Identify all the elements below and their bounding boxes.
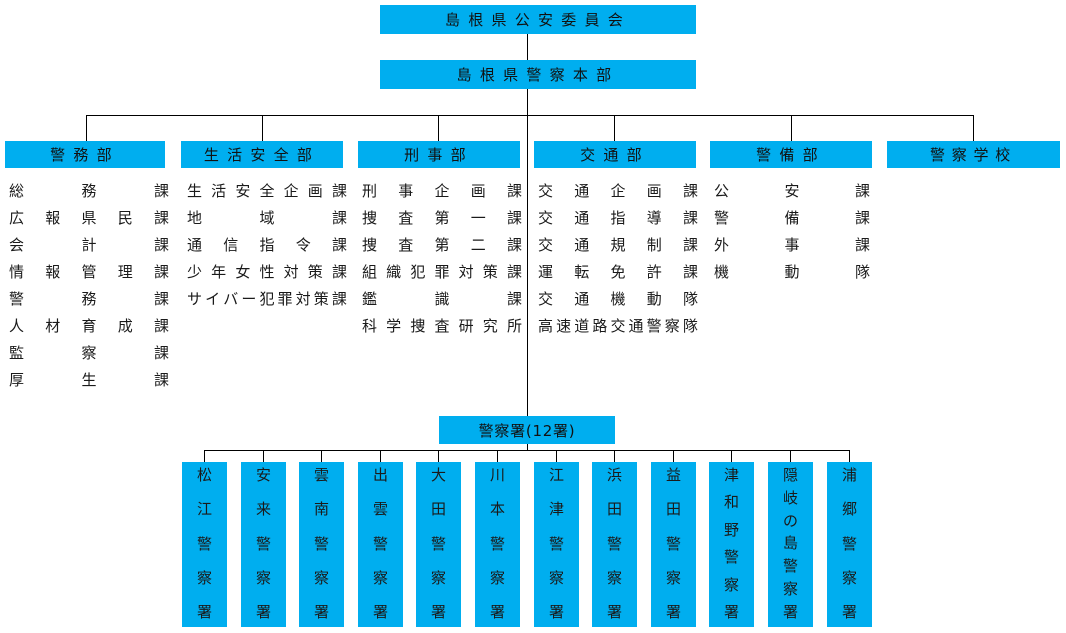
section-list-seikatsu-anzen: 生活安全企画課地域課通信指令課少年女性対策課サイバー犯罪対策課 bbox=[187, 178, 347, 313]
police-station: 浜田警察署 bbox=[592, 462, 637, 627]
connector-dept-5 bbox=[973, 115, 974, 141]
section-item: 会計課 bbox=[9, 236, 169, 254]
connector-dept-4 bbox=[791, 115, 792, 141]
police-station: 出雲警察署 bbox=[358, 462, 403, 627]
section-item: 総務課 bbox=[9, 182, 169, 200]
police-station: 津和野警察署 bbox=[709, 462, 754, 627]
dept-keiji: 刑事部 bbox=[358, 141, 520, 168]
section-item: サイバー犯罪対策課 bbox=[187, 290, 347, 308]
connector-station bbox=[731, 450, 732, 462]
police-stations-header: 警察署(12署) bbox=[439, 416, 615, 444]
section-list-keiji: 刑事企画課捜査第一課捜査第二課組織犯罪対策課鑑識課科学捜査研究所 bbox=[362, 178, 522, 340]
connector-station bbox=[556, 450, 557, 462]
section-item: 地域課 bbox=[187, 209, 347, 227]
section-item: 科学捜査研究所 bbox=[362, 317, 522, 335]
connector-dept-1 bbox=[262, 115, 263, 141]
dept-keimu: 警務部 bbox=[5, 141, 165, 168]
section-item: 厚生課 bbox=[9, 371, 169, 389]
police-station: 雲南警察署 bbox=[299, 462, 344, 627]
connector-station bbox=[204, 450, 205, 462]
connector-station bbox=[790, 450, 791, 462]
dept-kotsu: 交通部 bbox=[534, 141, 696, 168]
section-item: 情報管理課 bbox=[9, 263, 169, 281]
police-station: 安来警察署 bbox=[241, 462, 286, 627]
police-headquarters: 島根県警察本部 bbox=[380, 60, 696, 89]
connector-station bbox=[263, 450, 264, 462]
section-item: 刑事企画課 bbox=[362, 182, 522, 200]
section-list-keibi: 公安課警備課外事課機動隊 bbox=[714, 178, 870, 286]
connector-station bbox=[380, 450, 381, 462]
connector-station bbox=[673, 450, 674, 462]
police-station: 益田警察署 bbox=[651, 462, 696, 627]
section-item: 外事課 bbox=[714, 236, 870, 254]
police-station: 江津警察署 bbox=[534, 462, 579, 627]
section-item: 捜査第一課 bbox=[362, 209, 522, 227]
connector-station bbox=[438, 450, 439, 462]
section-item: 交通指導課 bbox=[538, 209, 698, 227]
section-item: 生活安全企画課 bbox=[187, 182, 347, 200]
dept-seikatsu-anzen: 生活安全部 bbox=[181, 141, 343, 168]
connector-station bbox=[321, 450, 322, 462]
section-item: 鑑識課 bbox=[362, 290, 522, 308]
section-item: 通信指令課 bbox=[187, 236, 347, 254]
police-station: 松江警察署 bbox=[182, 462, 227, 627]
section-list-kotsu: 交通企画課交通指導課交通規制課運転免許課交通機動隊高速道路交通警察隊 bbox=[538, 178, 698, 340]
section-item: 交通企画課 bbox=[538, 182, 698, 200]
connector-dept-bus bbox=[86, 115, 974, 116]
connector-dept-3 bbox=[614, 115, 615, 141]
section-item: 機動隊 bbox=[714, 263, 870, 281]
section-item: 捜査第二課 bbox=[362, 236, 522, 254]
connector-hq-trunk bbox=[527, 89, 528, 416]
police-station: 川本警察署 bbox=[475, 462, 520, 627]
section-item: 警務課 bbox=[9, 290, 169, 308]
connector-station bbox=[614, 450, 615, 462]
section-item: 高速道路交通警察隊 bbox=[538, 317, 698, 335]
connector-dept-2 bbox=[438, 115, 439, 141]
section-item: 交通規制課 bbox=[538, 236, 698, 254]
police-station: 浦郷警察署 bbox=[827, 462, 872, 627]
public-safety-commission: 島根県公安委員会 bbox=[380, 5, 696, 34]
section-item: 交通機動隊 bbox=[538, 290, 698, 308]
police-station: 隠岐の島警察署 bbox=[768, 462, 813, 627]
dept-police-school: 警察学校 bbox=[887, 141, 1060, 168]
police-station: 大田警察署 bbox=[416, 462, 461, 627]
section-item: 人材育成課 bbox=[9, 317, 169, 335]
connector-ps-bus bbox=[204, 450, 849, 451]
section-item: 運転免許課 bbox=[538, 263, 698, 281]
section-item: 少年女性対策課 bbox=[187, 263, 347, 281]
section-item: 監察課 bbox=[9, 344, 169, 362]
connector-dept-0 bbox=[86, 115, 87, 141]
connector-station bbox=[849, 450, 850, 462]
section-item: 公安課 bbox=[714, 182, 870, 200]
section-item: 広報県民課 bbox=[9, 209, 169, 227]
section-item: 警備課 bbox=[714, 209, 870, 227]
section-item: 組織犯罪対策課 bbox=[362, 263, 522, 281]
dept-keibi: 警備部 bbox=[710, 141, 872, 168]
connector-commission-hq bbox=[527, 34, 528, 60]
section-list-keimu: 総務課広報県民課会計課情報管理課警務課人材育成課監察課厚生課 bbox=[9, 178, 169, 394]
connector-station bbox=[497, 450, 498, 462]
connector-ps-header bbox=[527, 444, 528, 450]
